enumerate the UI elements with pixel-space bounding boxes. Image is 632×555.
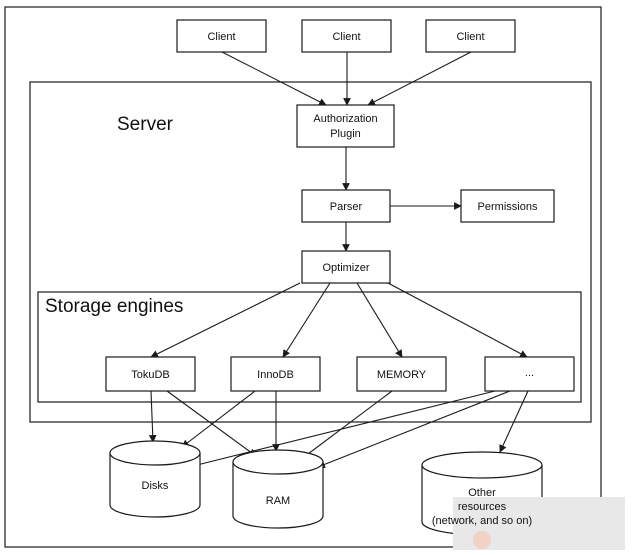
optimizer-box bbox=[301, 250, 391, 284]
client-box-3 bbox=[425, 19, 516, 53]
authorization-plugin-box bbox=[296, 104, 395, 148]
outer-frame bbox=[4, 6, 602, 548]
permissions-box bbox=[460, 189, 555, 223]
client-label-3: Client bbox=[456, 31, 484, 43]
other-resources-label-line1: Other bbox=[468, 487, 496, 499]
edge-innodb-disks bbox=[181, 390, 256, 448]
edges bbox=[148, 51, 529, 469]
other-engine-box bbox=[484, 356, 575, 392]
other-engine-label: ... bbox=[525, 367, 534, 379]
edge-client3-auth bbox=[367, 51, 472, 106]
tokudb-label: TokuDB bbox=[131, 369, 170, 381]
client-label-2: Client bbox=[332, 31, 360, 43]
optimizer-label: Optimizer bbox=[322, 262, 369, 274]
client-box-2 bbox=[301, 19, 392, 53]
server-label: Server bbox=[117, 114, 174, 135]
edge-other-resources bbox=[499, 390, 529, 453]
edge-optimizer-tokudb bbox=[150, 282, 301, 358]
client-box-1 bbox=[176, 19, 267, 53]
tokudb-box bbox=[105, 356, 196, 392]
disks-cylinder: Disks bbox=[109, 440, 201, 518]
memory-box bbox=[356, 356, 447, 392]
memory-label: MEMORY bbox=[377, 369, 427, 381]
edge-optimizer-memory bbox=[356, 282, 403, 358]
server-region bbox=[29, 81, 592, 423]
innodb-box bbox=[230, 356, 321, 392]
parser-label: Parser bbox=[330, 201, 363, 213]
ram-label: RAM bbox=[266, 495, 290, 507]
innodb-label: InnoDB bbox=[257, 369, 294, 381]
client-label-1: Client bbox=[207, 31, 235, 43]
other-resources-label-line2: resources bbox=[458, 501, 507, 513]
permissions-label: Permissions bbox=[478, 201, 538, 213]
disks-label: Disks bbox=[142, 480, 169, 492]
edge-client1-auth bbox=[221, 51, 327, 106]
edge-optimizer-innodb bbox=[282, 282, 331, 358]
edge-other-disks bbox=[192, 390, 496, 469]
parser-box bbox=[301, 189, 391, 223]
edge-memory-ram bbox=[299, 390, 393, 461]
watermark-logo bbox=[473, 531, 491, 549]
ram-cylinder: RAM bbox=[232, 449, 324, 529]
edge-optimizer-other bbox=[387, 282, 528, 358]
edge-tokudb-disks bbox=[148, 390, 157, 443]
other-resources-label-line3: (network, and so on) bbox=[432, 515, 532, 527]
authorization-plugin-label-line2: Plugin bbox=[330, 128, 361, 140]
edge-tokudb-ram bbox=[166, 390, 257, 457]
storage-engines-label: Storage engines bbox=[45, 296, 183, 317]
storage-engines-region bbox=[37, 291, 582, 403]
authorization-plugin-label-line1: Authorization bbox=[313, 113, 377, 125]
edge-other-ram bbox=[317, 390, 511, 469]
